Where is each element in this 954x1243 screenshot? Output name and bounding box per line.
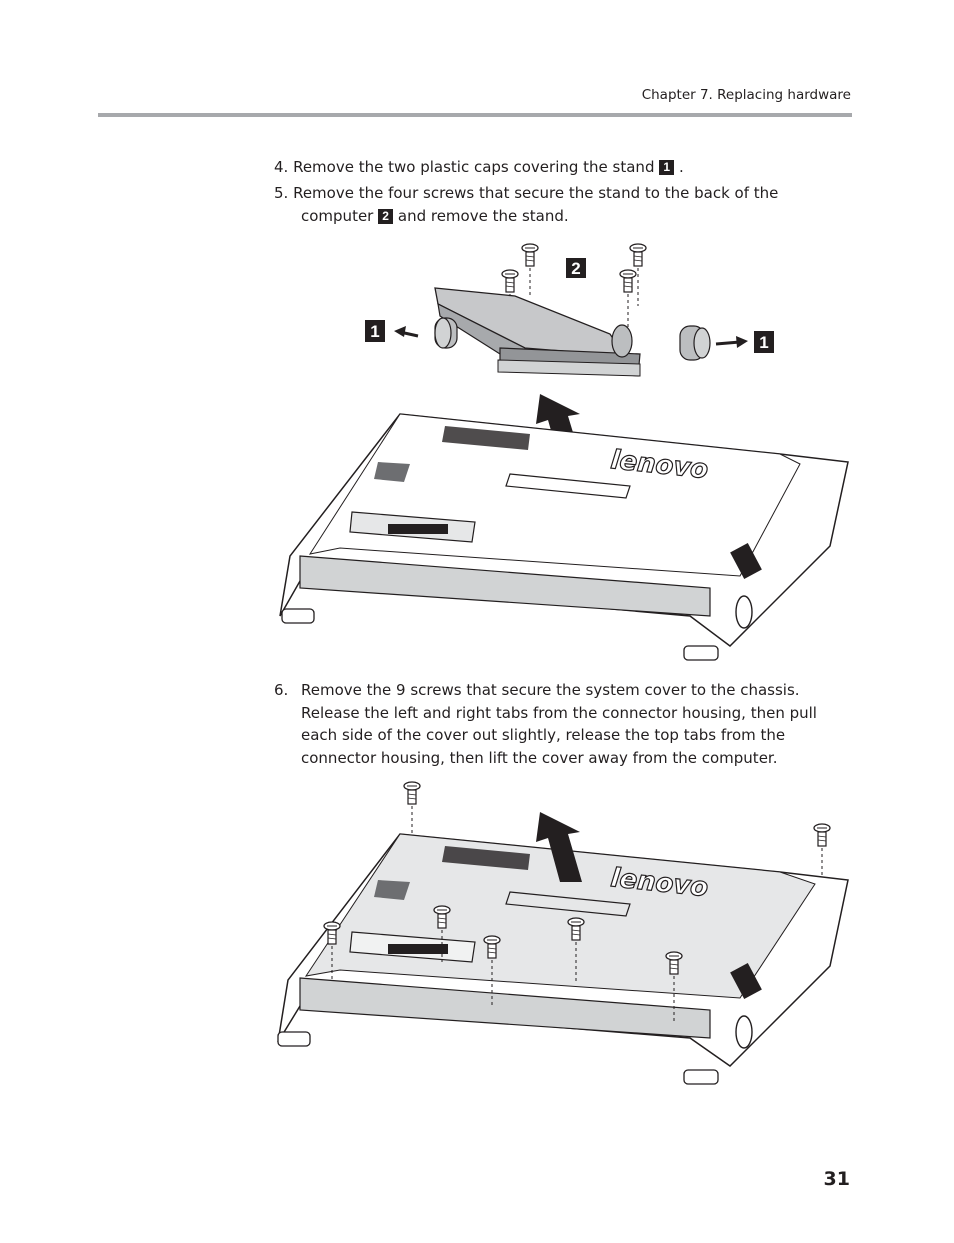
- cover-removal-figure: lenovo: [277, 781, 849, 1085]
- page-number: 31: [823, 1168, 850, 1190]
- arrow-right-icon: [715, 336, 748, 348]
- svg-text:1: 1: [370, 322, 379, 341]
- step-5-text: computer: [301, 207, 379, 225]
- callout-1-right: 1: [754, 331, 774, 353]
- step-5: 5. Remove the four screws that secure th…: [274, 182, 778, 205]
- callout-1-left: 1: [365, 320, 385, 342]
- step-4-text: 4. Remove the two plastic caps covering …: [274, 158, 660, 176]
- computer-back: lenovo: [279, 413, 849, 661]
- stand-removal-figure: 2 1 1 lenovo: [279, 243, 849, 661]
- screw-icon: [323, 781, 831, 1024]
- lift-arrow-icon: [536, 812, 582, 882]
- svg-text:2: 2: [571, 259, 580, 278]
- callout-2: 2: [566, 258, 586, 278]
- plastic-cap-right: [679, 325, 711, 361]
- callout-tag: 2: [378, 209, 394, 224]
- step-4: 4. Remove the two plastic caps covering …: [274, 156, 684, 179]
- header-rule: [98, 113, 852, 117]
- step-4-end: .: [674, 158, 684, 176]
- svg-text:1: 1: [759, 333, 768, 352]
- step-5-end: and remove the stand.: [393, 207, 569, 225]
- running-header: Chapter 7. Replacing hardware: [641, 87, 851, 103]
- callout-tag: 1: [659, 160, 675, 175]
- stand-bracket: [434, 287, 641, 377]
- step-6-text: Remove the 9 screws that secure the syst…: [301, 681, 817, 767]
- computer-back: lenovo: [277, 833, 849, 1085]
- arrow-left-icon: [394, 326, 419, 338]
- plastic-cap-left: [434, 317, 458, 349]
- step-5-line1: 5. Remove the four screws that secure th…: [274, 184, 779, 202]
- step-6: 6. Remove the 9 screws that secure the s…: [274, 679, 834, 769]
- step-6-number: 6.: [274, 681, 289, 699]
- step-5-cont: computer 2 and remove the stand.: [301, 205, 569, 228]
